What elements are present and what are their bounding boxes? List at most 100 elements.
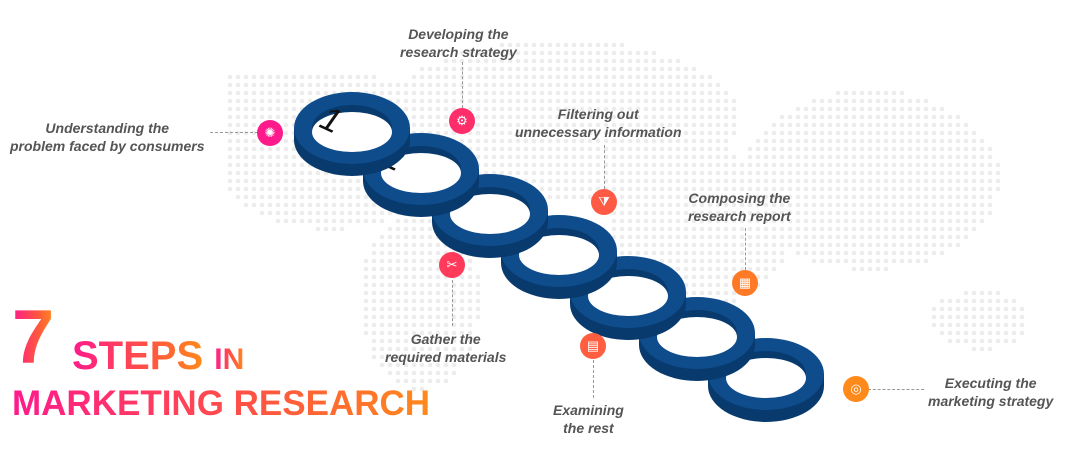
map-dot	[395, 266, 401, 272]
map-dot	[851, 194, 857, 200]
map-dot	[699, 226, 705, 232]
map-dot	[835, 146, 841, 152]
map-dot	[867, 218, 873, 224]
map-dot	[923, 114, 929, 120]
map-dot	[659, 218, 665, 224]
map-dot	[715, 186, 721, 192]
map-dot	[355, 82, 361, 88]
map-dot	[867, 258, 873, 264]
map-dot	[675, 162, 681, 168]
map-dot	[987, 306, 993, 312]
map-dot	[411, 242, 417, 248]
map-dot	[875, 106, 881, 112]
map-dot	[571, 74, 577, 80]
map-dot	[643, 186, 649, 192]
map-dot	[371, 338, 377, 344]
map-dot	[699, 218, 705, 224]
map-dot	[667, 138, 673, 144]
map-dot	[707, 90, 713, 96]
map-dot	[875, 138, 881, 144]
map-dot	[587, 130, 593, 136]
map-dot	[419, 242, 425, 248]
map-dot	[915, 154, 921, 160]
map-dot	[467, 322, 473, 328]
map-dot	[627, 74, 633, 80]
map-dot	[579, 146, 585, 152]
map-dot	[259, 202, 265, 208]
map-dot	[259, 186, 265, 192]
map-dot	[939, 314, 945, 320]
map-dot	[547, 138, 553, 144]
map-dot	[683, 138, 689, 144]
map-dot	[491, 90, 497, 96]
map-dot	[771, 130, 777, 136]
map-dot	[643, 154, 649, 160]
leader-line-7	[868, 389, 924, 390]
map-dot	[907, 202, 913, 208]
map-dot	[411, 338, 417, 344]
map-dot	[819, 194, 825, 200]
map-dot	[635, 122, 641, 128]
map-dot	[683, 266, 689, 272]
map-dot	[723, 210, 729, 216]
map-dot	[643, 66, 649, 72]
map-dot	[915, 226, 921, 232]
map-dot	[595, 122, 601, 128]
map-dot	[715, 90, 721, 96]
map-dot	[755, 194, 761, 200]
map-dot	[659, 202, 665, 208]
map-dot	[827, 178, 833, 184]
map-dot	[667, 58, 673, 64]
map-dot	[955, 114, 961, 120]
map-dot	[715, 250, 721, 256]
map-dot	[243, 74, 249, 80]
map-dot	[931, 162, 937, 168]
map-dot	[875, 194, 881, 200]
map-dot	[715, 138, 721, 144]
map-dot	[619, 154, 625, 160]
map-dot	[883, 202, 889, 208]
map-dot	[403, 266, 409, 272]
map-dot	[939, 146, 945, 152]
map-dot	[707, 106, 713, 112]
map-dot	[819, 250, 825, 256]
map-dot	[403, 306, 409, 312]
map-dot	[939, 178, 945, 184]
map-dot	[851, 138, 857, 144]
map-dot	[907, 186, 913, 192]
map-dot	[419, 82, 425, 88]
map-dot	[731, 202, 737, 208]
map-dot	[931, 186, 937, 192]
map-dot	[475, 90, 481, 96]
map-dot	[715, 218, 721, 224]
map-dot	[411, 330, 417, 336]
map-dot	[691, 210, 697, 216]
map-dot	[779, 242, 785, 248]
map-dot	[843, 146, 849, 152]
map-dot	[819, 202, 825, 208]
map-dot	[651, 170, 657, 176]
map-dot	[827, 194, 833, 200]
map-dot	[619, 90, 625, 96]
map-dot	[915, 98, 921, 104]
map-dot	[435, 74, 441, 80]
map-dot	[731, 218, 737, 224]
map-dot	[763, 218, 769, 224]
map-dot	[475, 50, 481, 56]
map-dot	[491, 154, 497, 160]
map-dot	[515, 130, 521, 136]
map-dot	[899, 122, 905, 128]
map-dot	[235, 170, 241, 176]
map-dot	[683, 170, 689, 176]
map-dot	[715, 98, 721, 104]
map-dot	[275, 114, 281, 120]
map-dot	[611, 58, 617, 64]
map-dot	[987, 146, 993, 152]
map-dot	[891, 250, 897, 256]
map-dot	[419, 282, 425, 288]
map-dot	[627, 186, 633, 192]
map-dot	[451, 354, 457, 360]
map-dot	[667, 234, 673, 240]
map-dot	[651, 138, 657, 144]
map-dot	[843, 218, 849, 224]
